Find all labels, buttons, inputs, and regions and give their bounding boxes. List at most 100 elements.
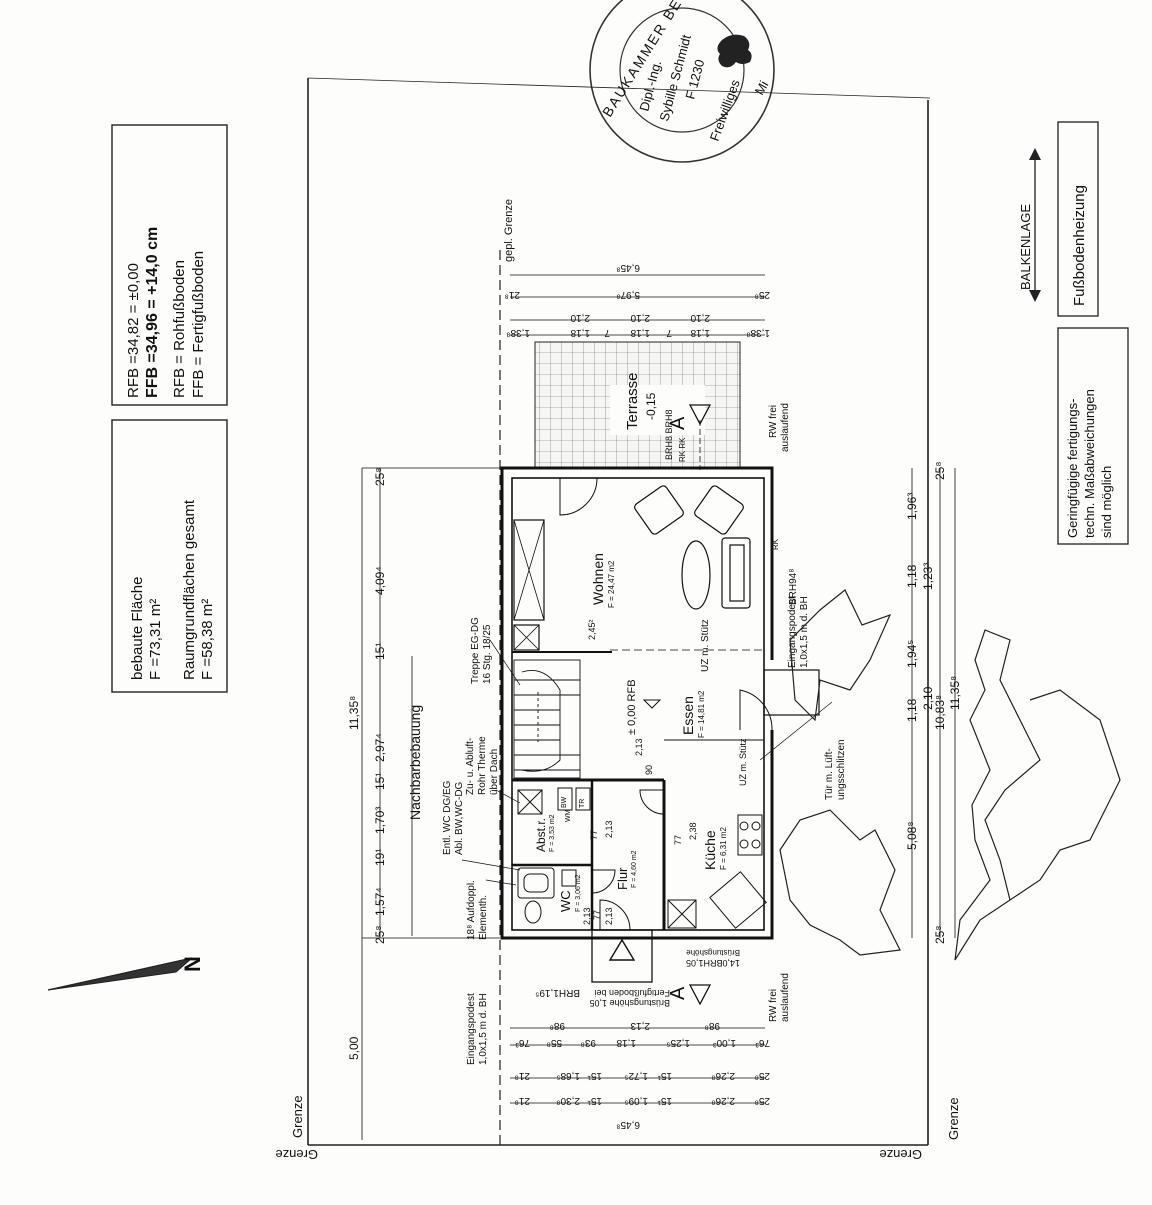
staircase [513,659,581,779]
svg-text:77: 77 [589,830,599,840]
svg-text:90: 90 [644,765,654,775]
kitchen-fixtures [667,814,767,929]
ffb-legend: FFB = Fertigfußboden [190,251,207,398]
svg-text:76³: 76³ [515,1037,530,1048]
rk-top: RK RK [678,437,687,462]
svg-text:1,18: 1,18 [905,698,919,722]
svg-text:2,45²: 2,45² [587,619,597,640]
bh-note-3: 14,0BRH1,05 [686,958,740,968]
dims-left: 25⁸ 1,57⁴ 19¹ 1,70³ 15¹ 2,97⁴ 15¹ 4,09⁴ … [347,468,387,1060]
grenze-left: Grenze [290,1095,305,1138]
svg-text:2,26⁸: 2,26⁸ [711,1095,735,1106]
dims-top: 6,45⁸ 21⁸ 5,97⁸ 25⁸ 2,10 2,10 2,10 1,38⁸… [505,262,770,338]
section-a-top: A [667,416,689,430]
entl-label-1: Entl. WC DG/EG [442,780,453,855]
area-label: bebaute Fläche [129,577,146,680]
podest-top-2: 1,0x1,5 m d. BH [799,596,810,668]
section-a-bottom: A [667,986,689,1000]
svg-text:15¹: 15¹ [587,1095,602,1106]
svg-text:15¹: 15¹ [373,773,387,790]
svg-text:1,38⁸: 1,38⁸ [506,327,530,338]
svg-text:15¹: 15¹ [587,1070,602,1081]
bh-note-2: Fertigfußboden bei [594,988,670,998]
bw-label: BW [561,796,568,808]
treppe-label-1: Treppe EG-DG [470,617,481,684]
brh94: BRH94⁸ [788,569,799,605]
room-kueche: Küche [702,830,718,870]
room-wohnen-area: F = 24,47 m2 [607,560,616,608]
svg-text:15¹: 15¹ [373,643,387,660]
inner-dimensions: 2,13 90 2,13 77 77 2,38 2,13 77 2,13 2,4… [582,619,698,925]
rfb-level: RFB =34,82 = ±0,00 [125,263,142,398]
rw-bot-1: RW frei [768,989,779,1022]
wm-label: WM [565,809,572,822]
svg-text:6,45⁸: 6,45⁸ [616,262,640,273]
podest-bot-1: Eingangspodest [466,993,477,1065]
svg-text:1,68⁵: 1,68⁵ [556,1070,580,1081]
svg-text:1,18: 1,18 [630,327,650,338]
terrace-label: Terrasse [624,372,641,430]
rw-top-1: RW frei [768,405,779,438]
room-wohnen: Wohnen [590,553,606,605]
svg-text:77: 77 [592,910,602,920]
rfb-legend: RFB = Rohfußboden [171,260,188,398]
rk-right: RK [771,538,780,550]
svg-text:1,57⁴: 1,57⁴ [373,887,387,916]
nachbarbebauung-label: Nachbarbebauung [407,705,423,820]
svg-text:2,30⁸: 2,30⁸ [556,1095,580,1106]
dimension-lines [361,274,956,1140]
svg-text:25⁸: 25⁸ [755,289,770,300]
svg-text:11,35⁸: 11,35⁸ [347,696,361,730]
svg-text:5,97⁸: 5,97⁸ [616,289,640,300]
svg-text:76³: 76³ [755,1037,770,1048]
room-essen: Essen [680,696,696,735]
property-boundary [307,77,931,1146]
svg-text:1,18: 1,18 [616,1037,636,1048]
bear-emblem [717,34,752,68]
svg-text:1,38⁸: 1,38⁸ [746,327,770,338]
level-zero: ± 0,00 RFB [626,679,638,735]
svg-text:5,00: 5,00 [347,1036,361,1060]
svg-text:15¹: 15¹ [657,1070,672,1081]
svg-text:2,97⁴: 2,97⁴ [373,733,387,762]
treppe-label-2: 16 Stg. 18/25 [482,624,493,684]
svg-text:1,72⁵: 1,72⁵ [624,1070,648,1081]
rohr-label-3: über Dach [489,749,500,795]
grenze-bottom-right: Grenze [879,1147,922,1162]
rw-top-2: auslaufend [780,403,791,452]
svg-text:5,08⁸: 5,08⁸ [905,822,919,850]
svg-text:10,83⁸: 10,83⁸ [933,695,947,730]
svg-text:1,18: 1,18 [905,564,919,588]
svg-text:7: 7 [666,327,672,338]
living-furniture [634,485,751,610]
svg-text:55⁸: 55⁸ [547,1037,562,1048]
room-abst: Abst.r. [534,818,548,852]
aufdoppl-label-2: Elementh. [478,895,489,940]
room-flur-area: F = 4,60 m2 [631,850,638,888]
svg-text:2,26⁸: 2,26⁸ [711,1070,735,1081]
svg-text:2,13: 2,13 [604,820,614,838]
door-swings [559,477,773,931]
svg-text:19¹: 19¹ [373,849,387,866]
heating-note: Fußbodenheizung [1071,185,1088,306]
svg-text:2,13: 2,13 [582,907,592,925]
svg-text:21⁸: 21⁸ [515,1070,530,1081]
uz-stuetz-1: UZ m. Stütz [700,619,711,672]
svg-text:25⁸: 25⁸ [373,926,387,944]
svg-text:25⁸: 25⁸ [933,462,947,480]
svg-text:1,25⁵: 1,25⁵ [666,1037,690,1048]
right-notes: BALKENLAGE Fußbodenheizung Geringfügige … [1018,121,1129,545]
ffb-level: FFB =34,96 = +14,0 cm [144,227,161,398]
brh119: BRH1,19⁵ [535,987,580,998]
svg-text:1,70³: 1,70³ [373,807,387,834]
dims-bottom: 98⁸ 2,13 98⁸ 76³ 55⁸ 93⁸ 1,18 1,25⁵ 1,00… [515,1020,770,1130]
svg-text:7: 7 [604,327,610,338]
room-wc-area: F = 3,06 m2 [575,874,582,912]
grenze-bottom-left: Grenze [275,1147,318,1162]
svg-text:2,10: 2,10 [921,686,935,710]
room-kueche-area: F = 6,31 m2 [719,827,728,870]
bh-note-1: Brüstungshöhe 1,05 [589,998,670,1008]
tolerance-note-1: Geringfügige fertigungs- [1065,399,1080,538]
svg-text:25⁸: 25⁸ [755,1095,770,1106]
bathroom-fixtures [517,787,591,924]
